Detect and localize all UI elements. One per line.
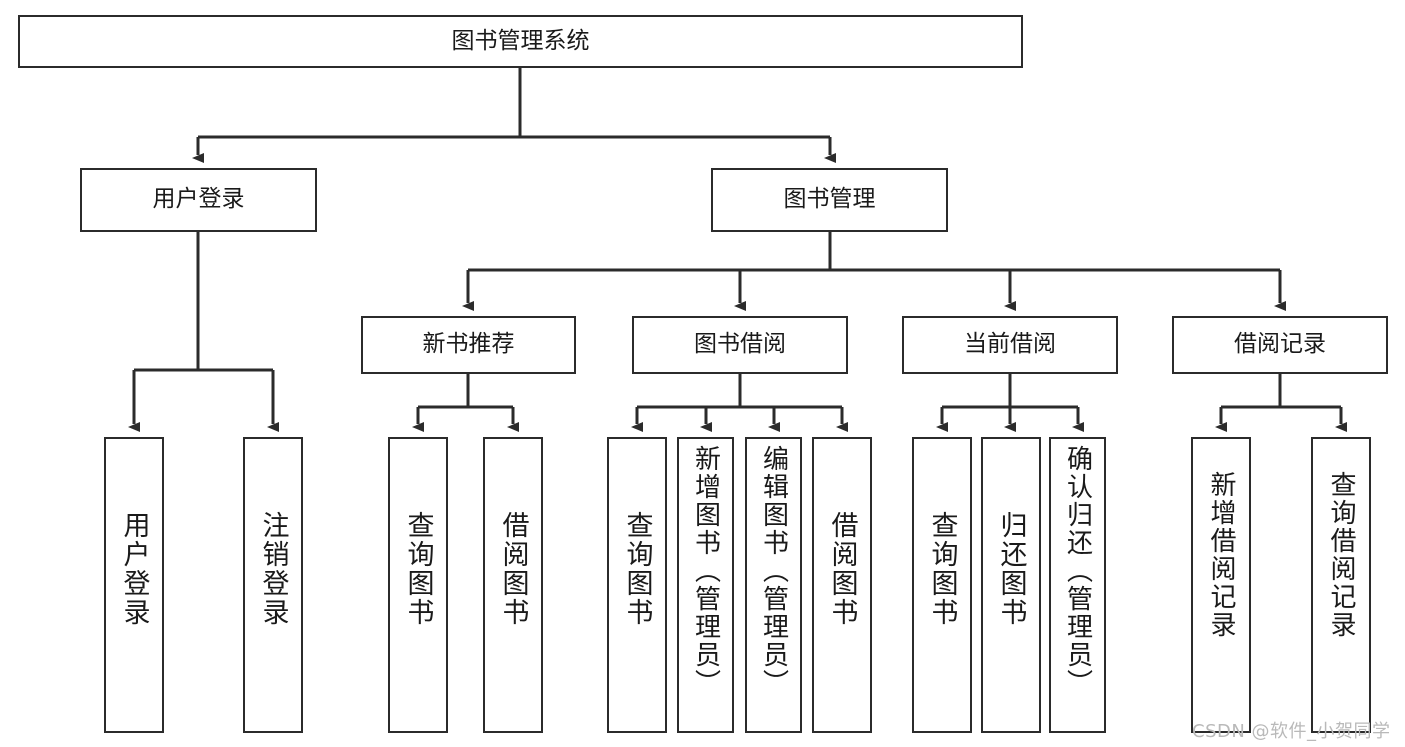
- leaf-query-record-label: 查询借阅记录: [1326, 471, 1356, 639]
- csdn-watermark: CSDN @软件_小贺同学: [1192, 721, 1391, 742]
- leaf-borrow-book-1-label: 借阅图书: [497, 511, 529, 627]
- leaf-return-book-label: 归还图书: [995, 511, 1027, 627]
- leaf-logout[interactable]: 注销登录: [243, 437, 303, 733]
- leaf-add-book-label: 新增图书（管理员）: [690, 445, 721, 697]
- node-book-manage[interactable]: 图书管理: [711, 168, 948, 232]
- leaf-borrow-book-2[interactable]: 借阅图书: [812, 437, 872, 733]
- leaf-confirm-return-label: 确认归还（管理员）: [1062, 445, 1093, 697]
- leaf-user-login[interactable]: 用户登录: [104, 437, 164, 733]
- leaf-query-book-3[interactable]: 查询图书: [912, 437, 972, 733]
- leaf-add-book[interactable]: 新增图书（管理员）: [677, 437, 734, 733]
- leaf-return-book[interactable]: 归还图书: [981, 437, 1041, 733]
- leaf-query-book-2-label: 查询图书: [621, 511, 653, 627]
- leaf-add-record[interactable]: 新增借阅记录: [1191, 437, 1251, 733]
- node-current-borrow-label: 当前借阅: [964, 331, 1056, 358]
- node-user-login[interactable]: 用户登录: [80, 168, 317, 232]
- node-borrow-record-label: 借阅记录: [1234, 331, 1326, 358]
- node-new-book-rec-label: 新书推荐: [422, 331, 515, 358]
- node-borrow-record[interactable]: 借阅记录: [1172, 316, 1388, 374]
- node-book-borrow-label: 图书借阅: [694, 331, 786, 358]
- node-user-login-label: 用户登录: [152, 186, 245, 213]
- leaf-query-book-2[interactable]: 查询图书: [607, 437, 667, 733]
- node-root[interactable]: 图书管理系统: [18, 15, 1023, 68]
- node-book-manage-label: 图书管理: [783, 186, 876, 213]
- leaf-borrow-book-1[interactable]: 借阅图书: [483, 437, 543, 733]
- leaf-query-book-1[interactable]: 查询图书: [388, 437, 448, 733]
- leaf-logout-label: 注销登录: [257, 511, 289, 627]
- leaf-query-record[interactable]: 查询借阅记录: [1311, 437, 1371, 733]
- leaf-borrow-book-2-label: 借阅图书: [826, 511, 858, 627]
- leaf-confirm-return[interactable]: 确认归还（管理员）: [1049, 437, 1106, 733]
- node-root-label: 图书管理系统: [451, 27, 590, 54]
- leaf-query-book-3-label: 查询图书: [926, 511, 958, 627]
- node-current-borrow[interactable]: 当前借阅: [902, 316, 1118, 374]
- node-book-borrow[interactable]: 图书借阅: [632, 316, 848, 374]
- leaf-edit-book-label: 编辑图书（管理员）: [758, 445, 789, 697]
- node-new-book-rec[interactable]: 新书推荐: [361, 316, 576, 374]
- leaf-add-record-label: 新增借阅记录: [1206, 471, 1236, 639]
- leaf-edit-book[interactable]: 编辑图书（管理员）: [745, 437, 802, 733]
- leaf-query-book-1-label: 查询图书: [402, 511, 434, 627]
- leaf-user-login-label: 用户登录: [118, 511, 150, 627]
